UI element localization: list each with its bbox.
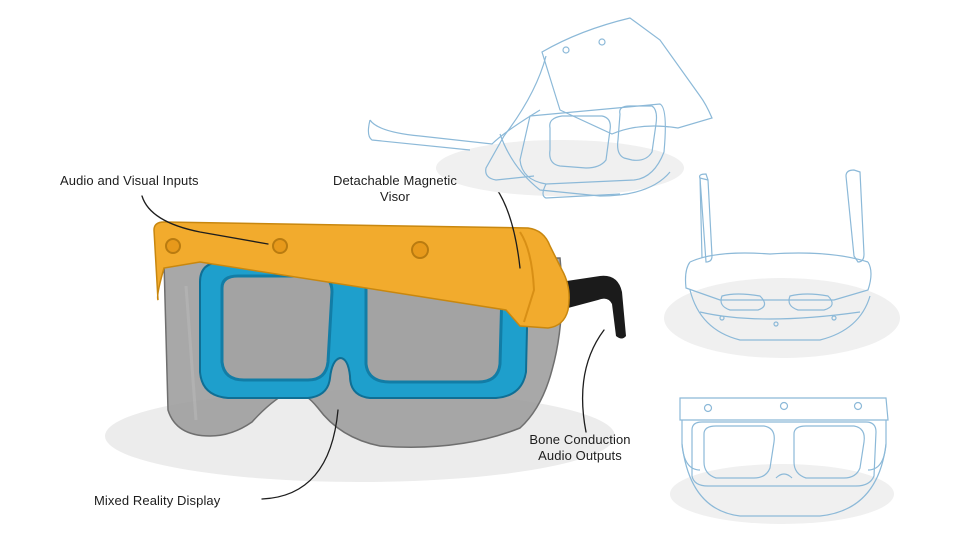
leader-audio-visual [141, 195, 269, 245]
display-highlight [184, 285, 198, 421]
main-headset-render [105, 187, 626, 500]
sketch-perspective-view [367, 17, 713, 199]
leader-display [261, 409, 339, 500]
label-bone-line2: Audio Outputs [538, 448, 622, 463]
label-bone-conduction-audio-outputs: Bone Conduction Audio Outputs [506, 432, 654, 464]
label-detachable-magnetic-visor: Detachable Magnetic Visor [306, 173, 484, 205]
leader-bone-conduction [581, 329, 605, 433]
label-bone-line1: Bone Conduction [529, 432, 631, 447]
magnetic-visor [153, 221, 570, 329]
sketch-back-view [664, 169, 900, 358]
sensor-center [272, 238, 288, 254]
label-visor-line1: Detachable Magnetic [332, 173, 458, 188]
temple-arm [560, 275, 626, 339]
label-audio-visual-inputs: Audio and Visual Inputs [60, 173, 199, 188]
sensor-right [411, 241, 429, 259]
label-visor-line2: Visor [380, 189, 410, 204]
label-mixed-reality-display: Mixed Reality Display [94, 493, 221, 508]
leader-visor [495, 187, 521, 269]
sensor-left [165, 238, 181, 254]
sketch-front-view [670, 397, 894, 524]
